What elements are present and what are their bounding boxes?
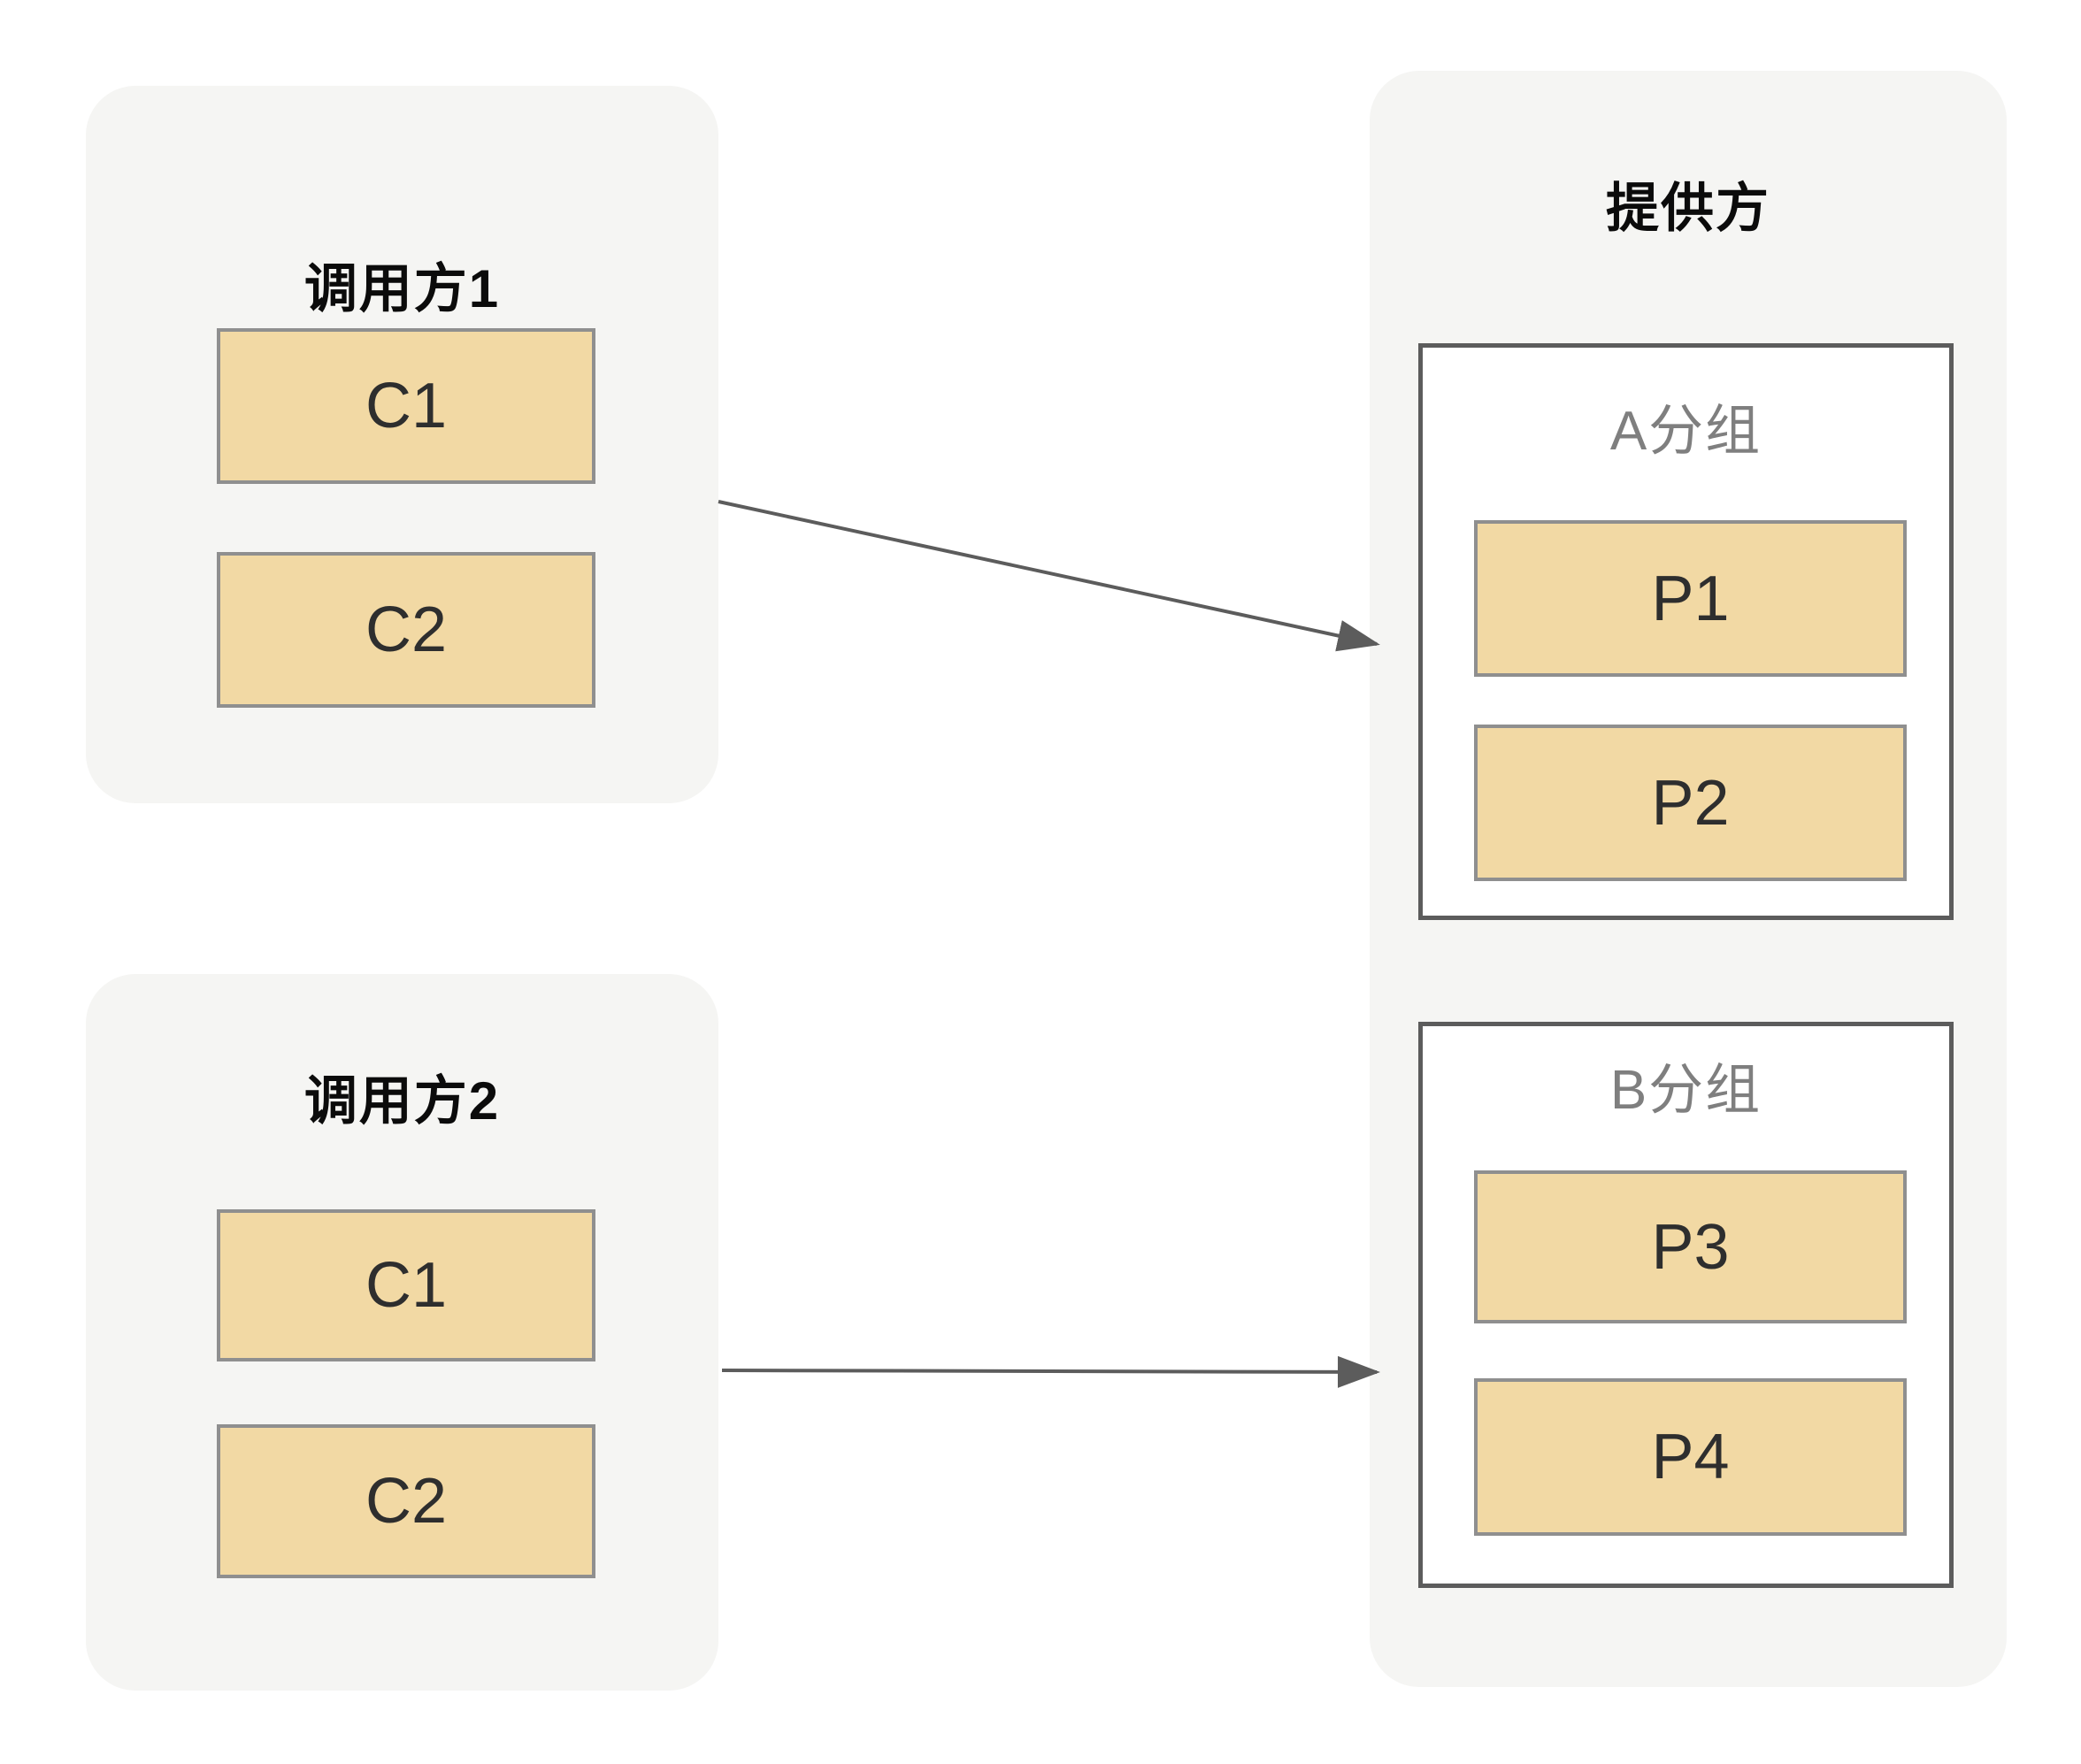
caller1-container: 调用方1 C1 C2: [86, 86, 718, 803]
group-b-node-p3: P3: [1474, 1170, 1907, 1323]
provider-group-b: B分组 P3 P4: [1418, 1022, 1954, 1588]
caller2-node-c2-label: C2: [365, 1466, 448, 1537]
caller2-node-c2: C2: [217, 1424, 595, 1578]
arrow-caller1-to-group-a: [718, 500, 1380, 652]
caller1-title: 调用方1: [303, 259, 501, 318]
caller1-node-c1-label: C1: [365, 371, 448, 441]
caller2-node-c1: C1: [217, 1209, 595, 1361]
caller1-node-c2: C2: [217, 552, 595, 708]
group-a-node-p2-label: P2: [1651, 767, 1730, 839]
caller2-node-c1-label: C1: [365, 1250, 448, 1321]
caller1-node-c2-label: C2: [365, 594, 448, 665]
provider-container: 提供方 A分组 P1 P2 B分组 P3 P4: [1370, 71, 2007, 1687]
group-b-node-p4-label: P4: [1651, 1422, 1730, 1492]
caller2-title: 调用方2: [303, 1071, 501, 1131]
group-a-node-p1: P1: [1474, 520, 1907, 677]
provider-group-a: A分组 P1 P2: [1418, 343, 1954, 920]
group-a-node-p1-label: P1: [1651, 563, 1730, 634]
group-b-node-p3-label: P3: [1651, 1211, 1730, 1283]
group-b-node-p4: P4: [1474, 1378, 1907, 1536]
caller1-node-c1: C1: [217, 328, 595, 484]
arrow-caller2-to-group-b: [721, 1355, 1380, 1388]
provider-title: 提供方: [1606, 179, 1770, 238]
group-a-node-p2: P2: [1474, 725, 1907, 881]
caller2-container: 调用方2 C1 C2: [86, 974, 718, 1691]
group-a-label: A分组: [1609, 401, 1762, 462]
group-b-label: B分组: [1609, 1060, 1762, 1121]
